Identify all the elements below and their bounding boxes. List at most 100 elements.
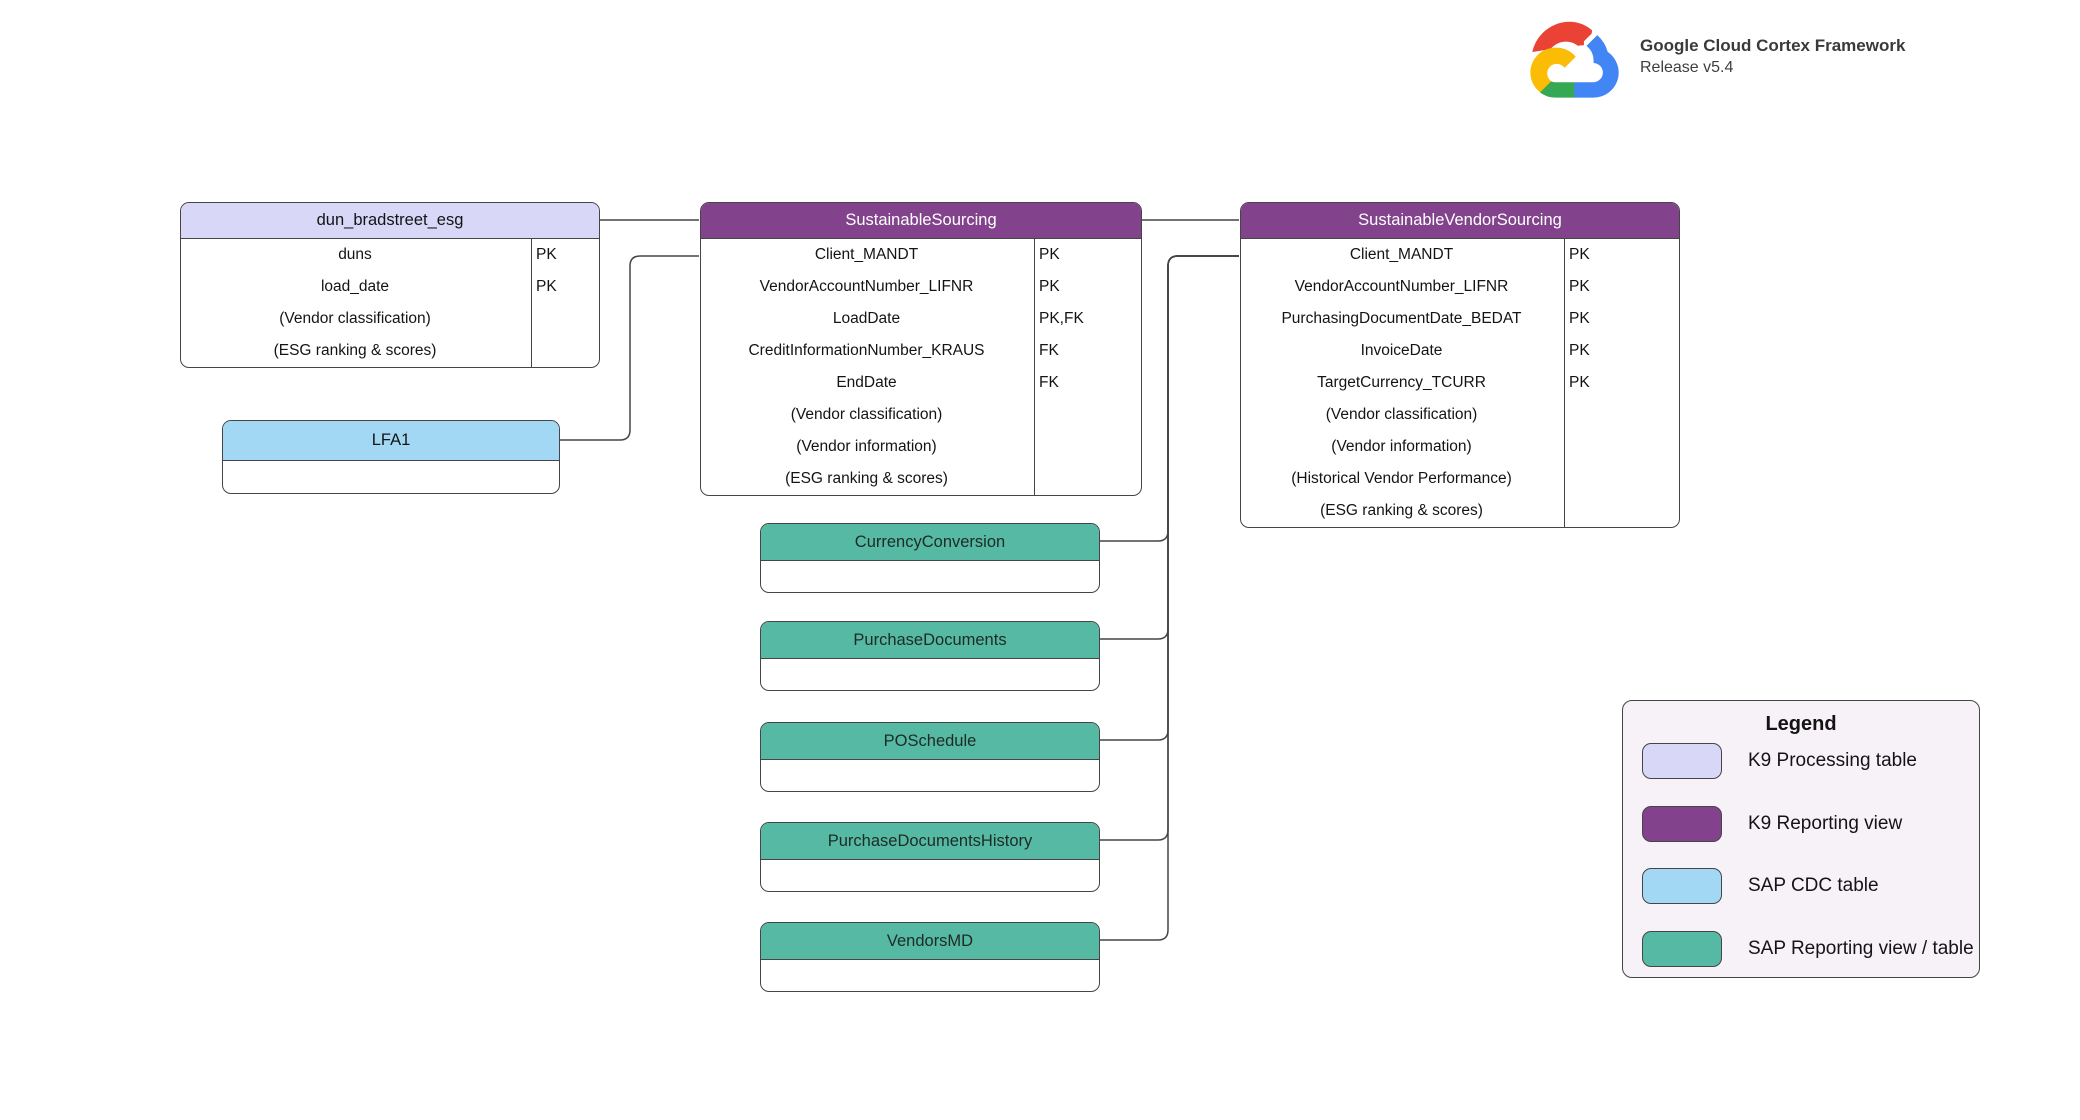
legend-title: Legend [1765,713,1837,735]
field-key: PK [1569,374,1590,391]
field-key [1562,495,1679,527]
legend-item: K9 Reporting view [1623,806,1979,842]
table-body [761,860,1099,891]
table-row: TargetCurrency_TCURR PK [1241,367,1679,399]
table-title: LFA1 [223,421,559,461]
field-key: PK [1569,310,1590,327]
table-sustainable-sourcing: SustainableSourcing Client_MANDT PK Vend… [700,202,1142,496]
google-cloud-logo-icon [1530,21,1619,98]
field-name: (Vendor classification) [279,310,431,327]
field-name: InvoiceDate [1360,342,1443,359]
table-body [223,461,559,493]
field-name: (Vendor information) [796,438,937,455]
field-key [1562,431,1679,463]
table-body: Client_MANDT PK VendorAccountNumber_LIFN… [1241,239,1679,527]
table-row: VendorAccountNumber_LIFNR PK [701,271,1141,303]
field-key [529,303,599,335]
release-version: Release v5.4 [1640,58,1734,76]
field-key: PK [536,246,557,263]
table-title: POSchedule [761,723,1099,760]
field-key: PK [1569,278,1590,295]
table-row: EndDate FK [701,367,1141,399]
brand-text: Google Cloud Cortex Framework Release v5… [1640,35,1905,78]
field-key: PK,FK [1039,310,1084,327]
field-name: VendorAccountNumber_LIFNR [1294,278,1509,295]
table-vendors-md: VendorsMD [760,922,1100,992]
legend: Legend K9 Processing table K9 Reporting … [1622,700,1980,978]
field-name: CreditInformationNumber_KRAUS [748,342,985,359]
legend-item: K9 Processing table [1623,743,1979,779]
legend-item: SAP CDC table [1623,868,1979,904]
field-key: PK [1039,246,1060,263]
table-body [761,960,1099,991]
field-key [1562,399,1679,431]
table-body [761,760,1099,791]
table-row: CreditInformationNumber_KRAUS FK [701,335,1141,367]
table-row: (Vendor classification) [181,303,599,335]
legend-item: SAP Reporting view / table [1623,931,1979,967]
field-key: FK [1039,342,1059,359]
table-body: duns PK load_date PK (Vendor classificat… [181,239,599,367]
field-name: Client_MANDT [1349,246,1454,263]
field-key: PK [1569,342,1590,359]
table-row: Client_MANDT PK [701,239,1141,271]
field-name: (Vendor information) [1331,438,1472,455]
field-name: LoadDate [832,310,901,327]
legend-swatch-sap-cdc [1642,868,1722,904]
table-title: PurchaseDocumentsHistory [761,823,1099,860]
app-title: Google Cloud Cortex Framework [1640,35,1906,55]
table-title: PurchaseDocuments [761,622,1099,659]
key-column-divider [1564,239,1566,527]
table-title: CurrencyConversion [761,524,1099,561]
table-lfa1: LFA1 [222,420,560,494]
table-row: PurchasingDocumentDate_BEDAT PK [1241,303,1679,335]
table-sustainable-vendor-sourcing: SustainableVendorSourcing Client_MANDT P… [1240,202,1680,528]
table-po-schedule: POSchedule [760,722,1100,792]
field-name: (ESG ranking & scores) [785,470,948,487]
table-row: (Vendor classification) [1241,399,1679,431]
table-title: dun_bradstreet_esg [181,203,599,239]
legend-swatch-sap-reporting [1642,931,1722,967]
table-purchase-documents: PurchaseDocuments [760,621,1100,691]
field-key [1562,463,1679,495]
table-currency-conversion: CurrencyConversion [760,523,1100,593]
table-row: InvoiceDate PK [1241,335,1679,367]
table-row: LoadDate PK,FK [701,303,1141,335]
field-key [1032,463,1141,495]
key-column-divider [531,239,533,367]
field-key: PK [1039,278,1060,295]
field-name: (Historical Vendor Performance) [1291,470,1512,487]
table-row: (Historical Vendor Performance) [1241,463,1679,495]
legend-label: K9 Reporting view [1748,813,1903,834]
table-body: Client_MANDT PK VendorAccountNumber_LIFN… [701,239,1141,495]
field-name: duns [338,246,372,263]
table-dun-bradstreet-esg: dun_bradstreet_esg duns PK load_date PK … [180,202,600,368]
table-title: SustainableSourcing [701,203,1141,239]
table-row: duns PK [181,239,599,271]
field-name: TargetCurrency_TCURR [1317,374,1486,391]
field-name: VendorAccountNumber_LIFNR [759,278,974,295]
table-row: (Vendor information) [701,431,1141,463]
field-name: (Vendor classification) [1325,406,1478,423]
key-column-divider [1034,239,1036,495]
field-key [1032,399,1141,431]
field-name: (ESG ranking & scores) [1320,502,1483,519]
field-key [529,335,599,367]
field-name: EndDate [836,374,897,391]
legend-swatch-k9-processing [1642,743,1722,779]
table-row: (ESG ranking & scores) [1241,495,1679,527]
table-row: Client_MANDT PK [1241,239,1679,271]
table-title: SustainableVendorSourcing [1241,203,1679,239]
table-purchase-documents-history: PurchaseDocumentsHistory [760,822,1100,892]
legend-swatch-k9-reporting [1642,806,1722,842]
field-name: (ESG ranking & scores) [273,342,437,359]
field-name: (Vendor classification) [790,406,943,423]
legend-label: SAP Reporting view / table [1748,938,1974,959]
table-title: VendorsMD [761,923,1099,960]
legend-label: K9 Processing table [1748,750,1917,771]
table-row: (Vendor information) [1241,431,1679,463]
table-row: load_date PK [181,271,599,303]
field-key [1032,431,1141,463]
table-row: (ESG ranking & scores) [701,463,1141,495]
